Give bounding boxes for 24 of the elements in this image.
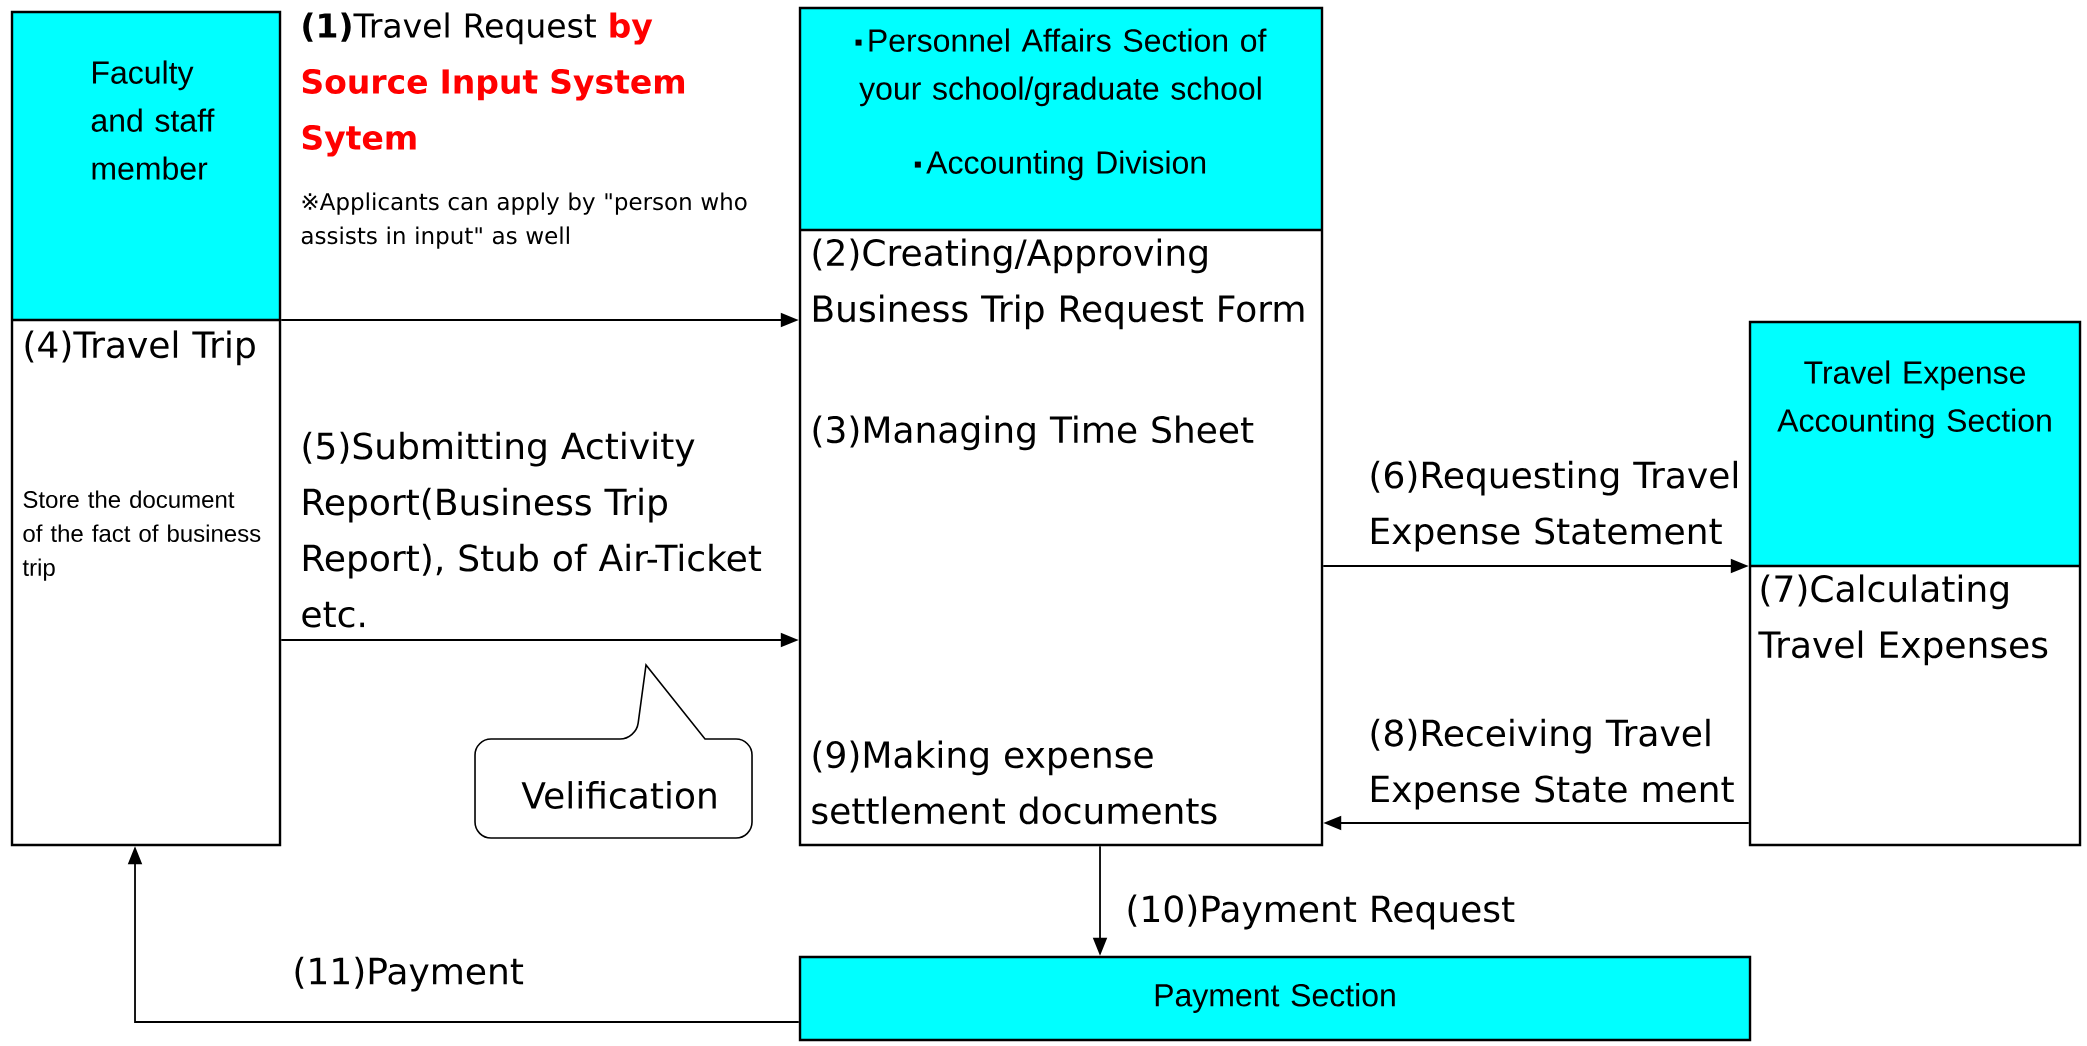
- step-text: (3)Managing Time Sheet: [813, 415, 1254, 451]
- step-text: (4)Travel Trip: [25, 330, 255, 366]
- callout-text: Velification: [521, 781, 716, 809]
- edge-label: (1)Travel Request by Source Input System Sytem: [302, 12, 685, 157]
- note-text: Store the document of the fact of business trip: [22, 490, 261, 581]
- column-heading: Personnel Affairs Section of your school/graduate school: [855, 28, 1267, 107]
- edge-label: (6)Requesting Travel Expense Statement: [1371, 460, 1737, 552]
- step-text: (7)Calculating Travel Expenses: [1758, 574, 2048, 666]
- column-heading: Travel Expense Accounting Section: [1777, 360, 2051, 439]
- edge-label: (10)Payment Request: [1128, 894, 1515, 930]
- section-band: [798, 955, 1752, 1042]
- speech-bubble: [474, 664, 753, 839]
- note-text: ※Applicants can apply by "person who assists in input" as well: [301, 192, 747, 249]
- section-column: [798, 6, 1324, 847]
- step-text: (2)Creating/Approving Business Trip Request Form: [813, 238, 1304, 330]
- section-heading: Payment Section: [1155, 983, 1395, 1013]
- section-column: [10, 10, 282, 847]
- column-heading: Faculty and staff member: [91, 60, 215, 180]
- step-text: (9)Making expense settlement documents: [812, 740, 1217, 825]
- edge-label: (5)Submitting Activity Report(Business Trip Report), Stub of Air-Ticket etc.: [302, 431, 762, 628]
- section-column: [1748, 320, 2082, 847]
- edge-label: (11)Payment: [295, 956, 524, 992]
- column-heading: Accounting Division: [914, 150, 1206, 181]
- edge-label: (8)Receiving Travel Expense State ment: [1371, 718, 1734, 810]
